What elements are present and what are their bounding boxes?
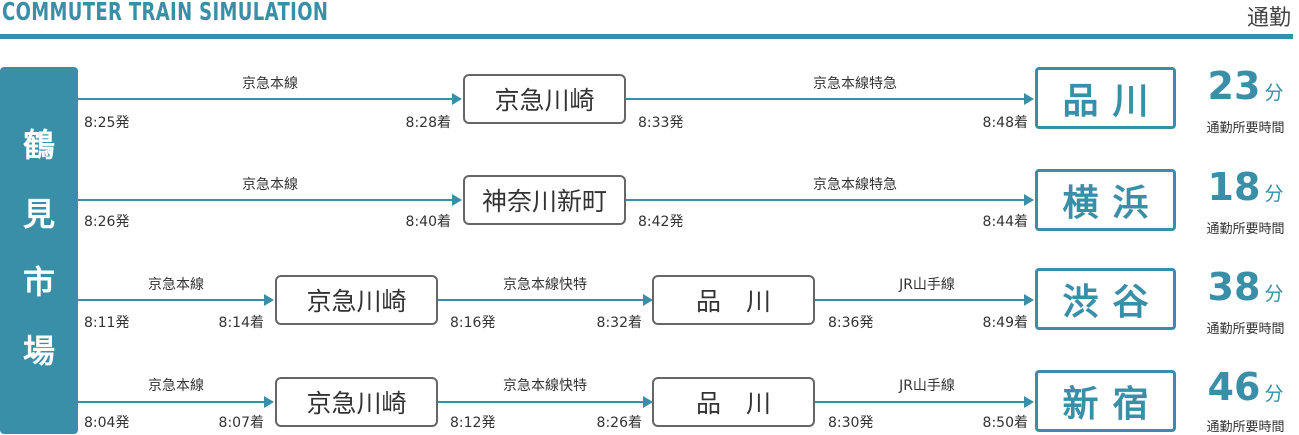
arrival-time: 8:49着 bbox=[982, 315, 1028, 331]
destination-station: 品川 bbox=[1035, 67, 1176, 129]
arrow-icon bbox=[264, 396, 274, 408]
arrow-icon bbox=[1024, 93, 1034, 105]
departure-time: 8:16発 bbox=[450, 315, 496, 331]
line-label: 京急本線 bbox=[148, 378, 204, 394]
destination-station: 新宿 bbox=[1035, 370, 1176, 432]
arrival-time: 8:44着 bbox=[982, 214, 1028, 230]
route-line bbox=[438, 401, 644, 403]
departure-time: 8:33発 bbox=[638, 115, 684, 131]
arrival-time: 8:26着 bbox=[596, 415, 642, 431]
arrival-time: 8:07着 bbox=[218, 415, 264, 431]
commute-caption: 通勤所要時間 bbox=[1206, 322, 1285, 337]
arrow-icon bbox=[643, 396, 653, 408]
arrow-icon bbox=[1024, 396, 1034, 408]
route-line bbox=[78, 401, 265, 403]
route-line bbox=[438, 299, 644, 301]
departure-time: 8:12発 bbox=[450, 415, 496, 431]
transfer-station: 京急川崎 bbox=[463, 74, 626, 124]
line-label: JR山手線 bbox=[899, 378, 955, 394]
minutes-value: 23 bbox=[1207, 64, 1261, 108]
minutes-value: 46 bbox=[1207, 365, 1261, 409]
minutes-value: 38 bbox=[1207, 265, 1261, 309]
destination-station: 渋谷 bbox=[1035, 268, 1176, 330]
transfer-station: 神奈川新町 bbox=[463, 175, 626, 225]
arrival-time: 8:40着 bbox=[405, 214, 451, 230]
minutes-unit: 分 bbox=[1264, 183, 1284, 205]
arrow-icon bbox=[643, 294, 653, 306]
line-label: 京急本線 bbox=[242, 177, 298, 193]
arrow-icon bbox=[452, 93, 462, 105]
transfer-station: 京急川崎 bbox=[275, 275, 438, 325]
departure-time: 8:42発 bbox=[638, 214, 684, 230]
route-line bbox=[815, 299, 1025, 301]
minutes-unit: 分 bbox=[1264, 82, 1284, 104]
line-label: 京急本線快特 bbox=[503, 378, 587, 394]
route-line bbox=[78, 199, 453, 201]
line-label: 京急本線 bbox=[148, 277, 204, 293]
route-line bbox=[78, 299, 265, 301]
header-divider bbox=[0, 34, 1293, 39]
route-line bbox=[815, 401, 1025, 403]
arrival-time: 8:48着 bbox=[982, 115, 1028, 131]
transfer-station: 品 川 bbox=[652, 275, 815, 325]
route-line bbox=[78, 98, 453, 100]
destination-station: 横浜 bbox=[1035, 169, 1176, 231]
minutes-unit: 分 bbox=[1264, 383, 1284, 405]
line-label: JR山手線 bbox=[899, 277, 955, 293]
arrival-time: 8:28着 bbox=[405, 115, 451, 131]
minutes-value: 18 bbox=[1207, 165, 1261, 209]
line-label: 京急本線特急 bbox=[813, 177, 897, 193]
commute-caption: 通勤所要時間 bbox=[1206, 121, 1285, 136]
arrival-time: 8:14着 bbox=[218, 315, 264, 331]
departure-time: 8:30発 bbox=[828, 415, 874, 431]
arrival-time: 8:50着 bbox=[982, 415, 1028, 431]
route-line bbox=[626, 199, 1025, 201]
arrow-icon bbox=[264, 294, 274, 306]
transfer-station: 品 川 bbox=[652, 377, 815, 427]
origin-char: 見 bbox=[22, 195, 55, 233]
origin-char: 場 bbox=[22, 332, 55, 370]
arrow-icon bbox=[1024, 294, 1034, 306]
line-label: 京急本線 bbox=[242, 76, 298, 92]
arrow-icon bbox=[452, 194, 462, 206]
departure-time: 8:26発 bbox=[84, 214, 130, 230]
departure-time: 8:36発 bbox=[828, 315, 874, 331]
departure-time: 8:25発 bbox=[84, 115, 130, 131]
mode-label: 通勤 bbox=[1246, 6, 1291, 31]
departure-time: 8:04発 bbox=[84, 415, 130, 431]
minutes-unit: 分 bbox=[1264, 283, 1284, 305]
origin-station: 鶴 見 市 場 bbox=[0, 67, 78, 434]
line-label: 京急本線特急 bbox=[813, 76, 897, 92]
commute-caption: 通勤所要時間 bbox=[1206, 222, 1285, 237]
page-title: COMMUTER TRAIN SIMULATION bbox=[2, 0, 329, 26]
commute-caption: 通勤所要時間 bbox=[1206, 420, 1285, 435]
transfer-station: 京急川崎 bbox=[275, 377, 438, 427]
origin-char: 鶴 bbox=[22, 126, 55, 164]
departure-time: 8:11発 bbox=[84, 315, 130, 331]
line-label: 京急本線快特 bbox=[503, 277, 587, 293]
origin-char: 市 bbox=[22, 263, 55, 301]
arrow-icon bbox=[1024, 194, 1034, 206]
route-line bbox=[626, 98, 1025, 100]
arrival-time: 8:32着 bbox=[596, 315, 642, 331]
